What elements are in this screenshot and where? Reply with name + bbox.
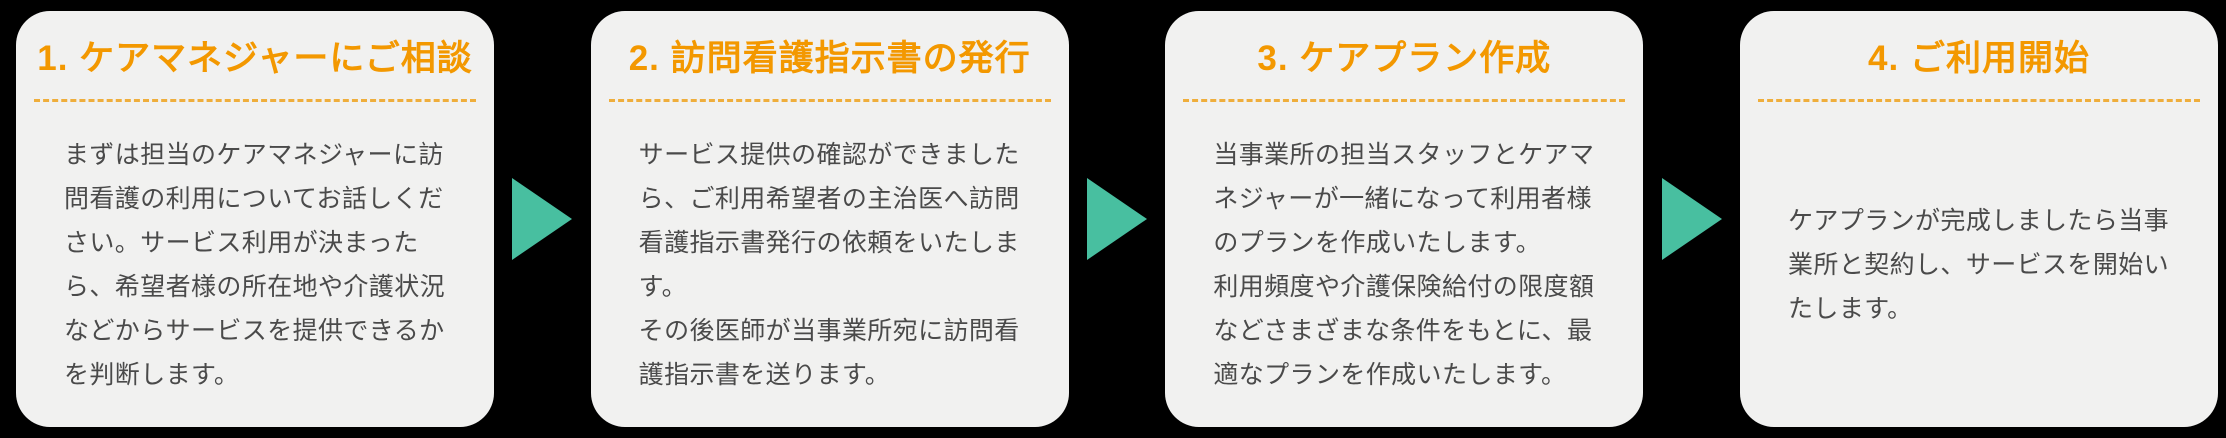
step-3-divider [1183,99,1626,102]
step-4-divider [1758,99,2201,102]
step-card-2: 2. 訪問看護指示書の発行 サービス提供の確認ができましたら、ご利用希望者の主治… [590,11,1069,427]
step-card-4: 4. ご利用開始 ケアプランが完成しましたら当事業所と契約し、サービスを開始いた… [1740,11,2219,427]
step-3-body-text: 当事業所の担当スタッフとケアマネジャーが一緒になって利用者様のプランを作成いたし… [1213,140,1595,389]
step-4-body-text: ケアプランが完成しましたら当事業所と契約し、サービスを開始いたします。 [1788,206,2170,323]
step-3-heading: 3. ケアプラン作成 [1257,38,1552,78]
step-3-body: 当事業所の担当スタッフとケアマネジャーが一緒になって利用者様のプランを作成いたし… [1165,102,1643,427]
arrow-right-icon [1087,178,1147,260]
step-1-divider [34,99,476,102]
step-1-body-text: まずは担当のケアマネジャーに訪問看護の利用についてお話しください。サービス利用が… [64,140,446,389]
arrow-2-3-container [1069,178,1166,260]
step-1-heading: 1. ケアマネジャーにご相談 [37,38,473,78]
step-2-divider [608,99,1051,102]
step-card-1: 1. ケアマネジャーにご相談 まずは担当のケアマネジャーに訪問看護の利用について… [16,11,494,427]
step-1-body: まずは担当のケアマネジャーに訪問看護の利用についてお話しください。サービス利用が… [16,102,494,427]
step-4-body: ケアプランが完成しましたら当事業所と契約し、サービスを開始いたします。 [1740,102,2218,427]
step-4-heading: 4. ご利用開始 [1868,38,2090,78]
step-2-heading: 2. 訪問看護指示書の発行 [628,38,1031,78]
arrow-right-icon [1661,178,1722,260]
step-2-body: サービス提供の確認ができましたら、ご利用希望者の主治医へ訪問看護指示書発行の依頼… [591,102,1069,427]
arrow-3-4-container [1643,178,1740,260]
arrow-right-icon [512,178,573,260]
step-card-3: 3. ケアプラン作成 当事業所の担当スタッフとケアマネジャーが一緒になって利用者… [1165,11,1644,427]
step-2-body-text: サービス提供の確認ができましたら、ご利用希望者の主治医へ訪問看護指示書発行の依頼… [638,140,1020,389]
arrow-1-2-container [494,178,591,260]
